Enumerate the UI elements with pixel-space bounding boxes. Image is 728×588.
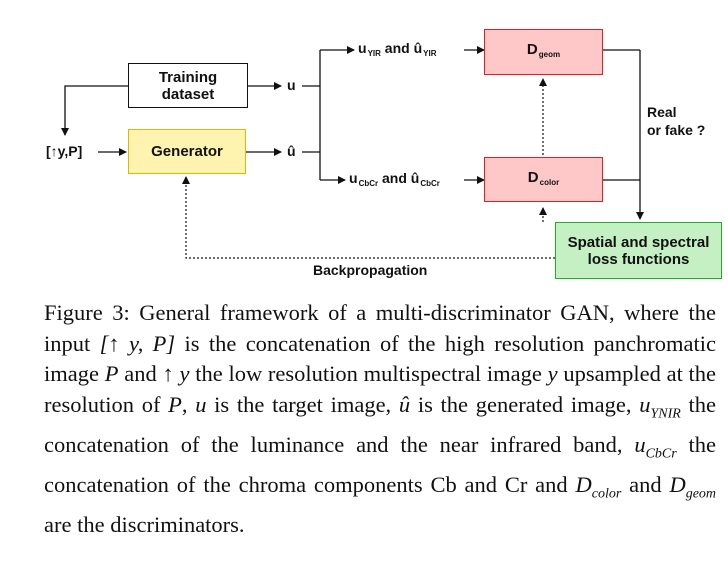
d-color-label: Dcolor xyxy=(527,168,560,187)
yir-label: uYIR and ûYIR xyxy=(358,40,437,58)
generator-box: Generator xyxy=(128,129,246,174)
arrow-training-to-input xyxy=(61,85,128,136)
diagram-connectors xyxy=(61,46,644,259)
d-geom-box: Dgeom xyxy=(484,29,603,75)
uhat-label: û xyxy=(287,143,296,159)
training-dataset-label: Training dataset xyxy=(158,68,218,103)
u-label: u xyxy=(287,77,296,93)
generator-label: Generator xyxy=(151,143,223,160)
arrow-backpropagation xyxy=(182,176,555,259)
training-dataset-box: Training dataset xyxy=(128,63,248,108)
loss-functions-box: Spatial and spectral loss functions xyxy=(555,222,722,279)
framework-diagram: Training dataset Generator Dgeom Dcolor … xyxy=(0,0,728,290)
input-label: [↑y,P] xyxy=(46,143,83,159)
cbcr-label: uCbCr and ûCbCr xyxy=(349,170,440,188)
loss-functions-label: Spatial and spectral loss functions xyxy=(567,233,710,268)
real-or-fake-label: Real or fake ? xyxy=(647,104,706,138)
d-color-box: Dcolor xyxy=(484,157,603,202)
backpropagation-label: Backpropagation xyxy=(313,262,428,278)
d-geom-label: Dgeom xyxy=(526,41,561,59)
figure-caption: Figure 3: General framework of a multi-d… xyxy=(44,300,717,537)
